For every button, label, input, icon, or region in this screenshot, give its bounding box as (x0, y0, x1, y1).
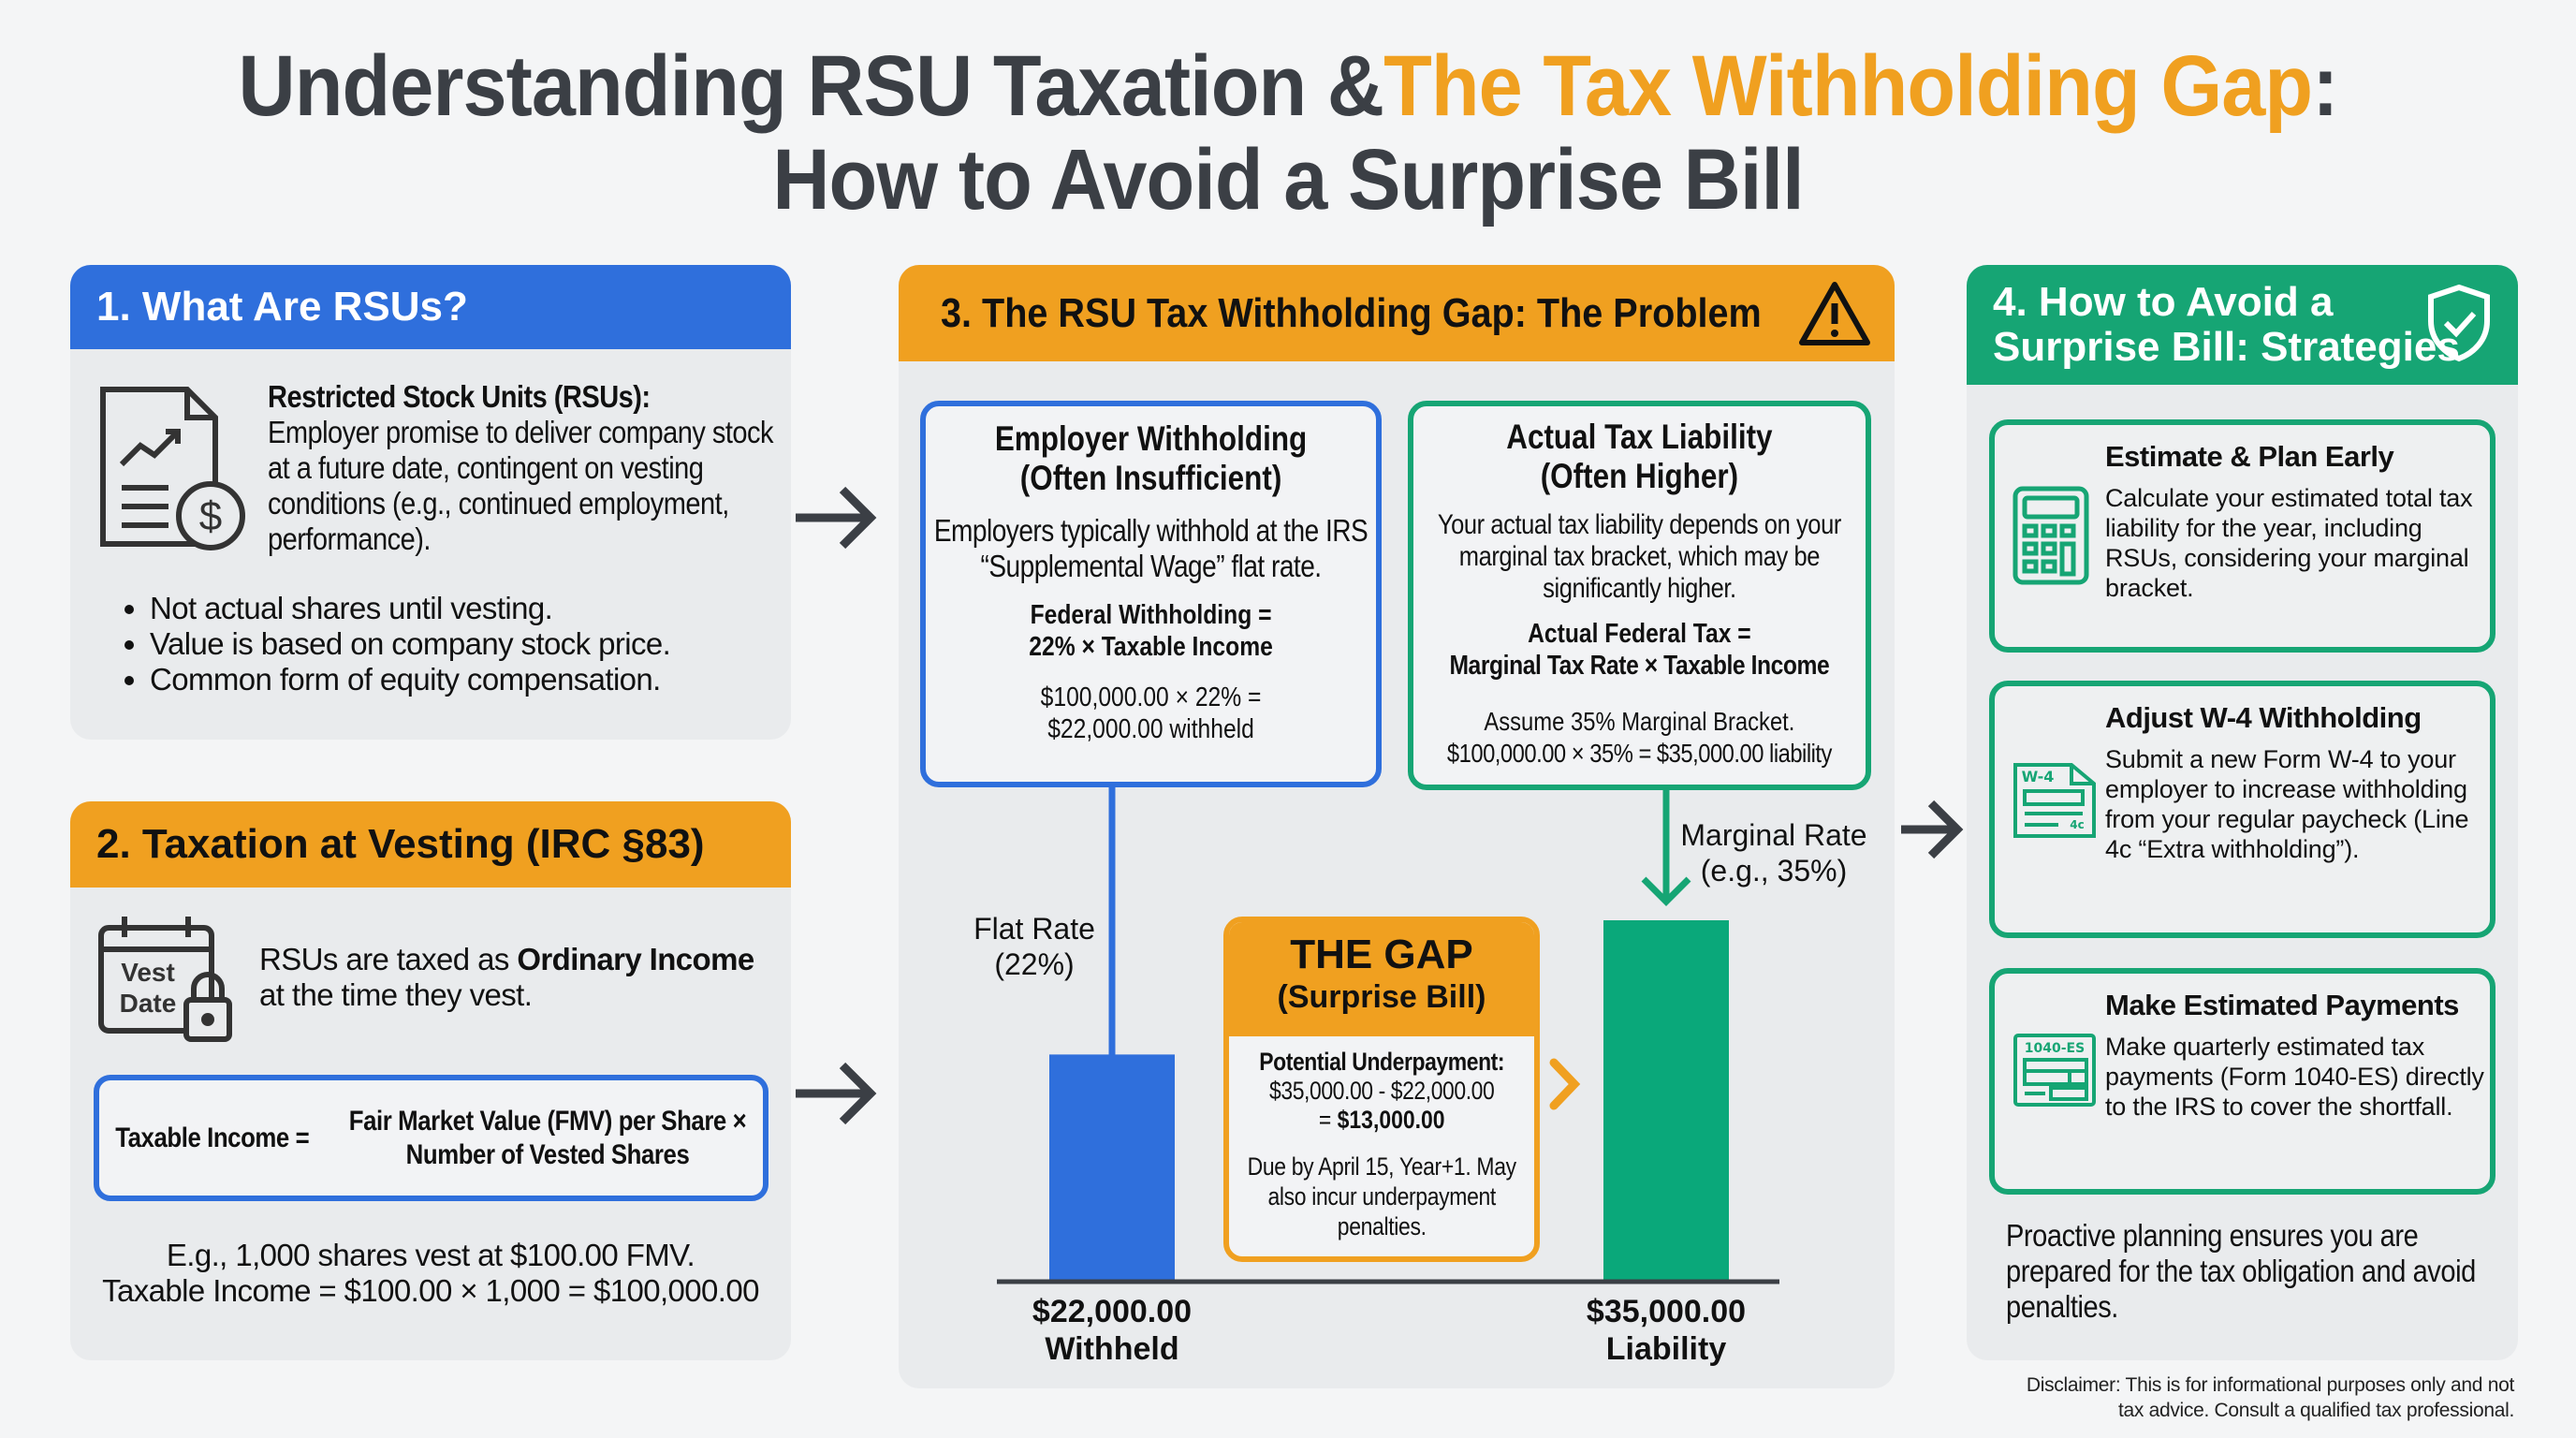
flat-rate-label: Flat Rate(22%) (973, 912, 1095, 981)
panel-header: 3. The RSU Tax Withholding Gap: The Prob… (899, 265, 1895, 361)
arrow-right-icon (796, 1062, 877, 1125)
bar-withheld (1049, 1054, 1175, 1282)
calendar-lock-icon: Vest Date (98, 917, 232, 1042)
svg-text:W-4: W-4 (2022, 768, 2055, 785)
svg-text:$: $ (199, 493, 222, 539)
svg-text:Date: Date (120, 989, 177, 1018)
svg-text:1040-ES: 1040-ES (2025, 1041, 2085, 1056)
rsu-definition: Employer promise to deliver company stoc… (268, 415, 774, 556)
gap-arrow-icon (1549, 1058, 1581, 1110)
vesting-text: RSUs are taxed as Ordinary Income at the… (259, 942, 754, 1012)
svg-text:4c: 4c (2070, 818, 2084, 831)
employer-withholding-box: Employer Withholding (Often Insufficient… (920, 401, 1382, 787)
page-title: Understanding RSU Taxation & The Tax Wit… (238, 38, 2339, 134)
strategy-card: 1040-ES Make Estimated Payments Make qua… (1989, 968, 2496, 1195)
bullet: Value is based on company stock price. (150, 626, 671, 662)
1040es-form-icon: 1040-ES (2013, 1034, 2096, 1107)
marginal-rate-arrow-icon (1641, 790, 1691, 906)
marginal-rate-label: Marginal Rate(e.g., 35%) (1680, 818, 1867, 888)
arrow-right-icon (1901, 800, 1964, 859)
panel-withholding-gap: 3. The RSU Tax Withholding Gap: The Prob… (899, 265, 1895, 1388)
arrow-right-icon (796, 486, 877, 550)
rsu-bullets: Not actual shares until vesting. Value i… (124, 591, 671, 697)
rsu-definition-block: Restricted Stock Units (RSUs): Employer … (268, 379, 774, 557)
bar-liability (1603, 920, 1729, 1282)
example-line: E.g., 1,000 shares vest at $100.00 FMV. (166, 1238, 695, 1272)
actual-liability-box: Actual Tax Liability (Often Higher) Your… (1408, 401, 1871, 790)
bullet: Not actual shares until vesting. (150, 591, 670, 626)
closing-text: Proactive planning ensures you are prepa… (2006, 1218, 2476, 1324)
shield-check-icon (2428, 284, 2490, 362)
bullet: Common form of equity compensation. (150, 662, 670, 697)
disclaimer: Disclaimer: This is for informational pu… (2026, 1374, 2514, 1421)
panel-header: 1. What Are RSUs? (70, 265, 791, 349)
panel-taxation-at-vesting: 2. Taxation at Vesting (IRC §83) Vest Da… (70, 801, 791, 1360)
warning-triangle-icon (1799, 282, 1870, 345)
w4-form-icon: W-4 4c (2013, 763, 2096, 838)
rsu-term: Restricted Stock Units (RSUs): (268, 379, 651, 414)
page-subtitle: How to Avoid a Surprise Bill (772, 132, 1804, 227)
gap-box: THE GAP (Surprise Bill) Potential Underp… (1223, 917, 1540, 1262)
gap-chart (997, 787, 1779, 1284)
example-line: Taxable Income = $100.00 × 1,000 = $100,… (102, 1273, 759, 1308)
panel-header: 2. Taxation at Vesting (IRC §83) (70, 801, 791, 888)
document-chart-dollar-icon: $ (100, 387, 245, 550)
taxable-income-formula: Taxable Income = Fair Market Value (FMV)… (94, 1075, 768, 1201)
panel-what-are-rsus: 1. What Are RSUs? $ Restricted Stock Uni… (70, 265, 791, 740)
calculator-icon (2012, 486, 2089, 585)
svg-text:Vest: Vest (121, 958, 175, 987)
strategy-card: Estimate & Plan Early Calculate your est… (1989, 419, 2496, 653)
